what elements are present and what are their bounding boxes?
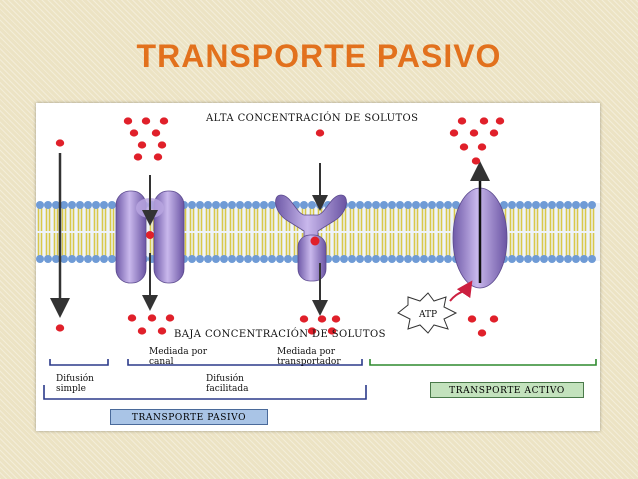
solute-dot [489,315,499,323]
solute-dot [129,129,139,137]
pump-protein [452,161,508,289]
solute-dot [159,117,169,125]
solute-dot [137,141,147,149]
solute-dot [495,117,505,125]
solute-dot [449,129,459,137]
atp-burst: ATP [397,280,473,334]
active-transport-box: TRANSPORTE ACTIVO [430,382,584,398]
solute-dot [123,117,133,125]
solute-dot [165,314,175,322]
solute-dot [157,327,167,335]
carrier-mediated-label: Mediada por transportador [277,347,341,368]
solute-dot [133,153,143,161]
slide-title: TRANSPORTE PASIVO [136,38,502,74]
solute-dot [489,129,499,137]
top-concentration-label: ALTA CONCENTRACIÓN DE SOLUTOS [206,113,419,124]
solute-dot [331,315,341,323]
solute-dot [317,315,327,323]
solute-dot [459,143,469,151]
solute-dot [469,129,479,137]
channel-mediated-label: Mediada por canal [149,347,208,368]
solute-dot [307,327,317,335]
solute-dot [477,329,487,337]
passive-transport-box: TRANSPORTE PASIVO [110,409,268,425]
solute-dot [147,314,157,322]
membrane-illustration: ATP [36,117,600,400]
solute-dot [141,117,151,125]
solute-dot [315,129,325,137]
solute-dot [137,327,147,335]
simple-diffusion-label: Difusión simple [56,374,94,395]
channel-protein [115,175,185,311]
bottom-concentration-label: BAJA CONCENTRACIÓN DE SOLUTOS [174,329,386,340]
solute-dot [471,157,481,165]
solute-dot [467,315,477,323]
solute-dot [477,143,487,151]
solute-dot [479,117,489,125]
solute-dot [55,324,65,332]
solute-dot [55,139,65,147]
brackets [43,359,597,400]
membrane-diagram: ATP ALTA CONCENTRACIÓN DE SOLUTOS BAJA C… [36,103,600,431]
solute-dot [153,153,163,161]
solute-dot [151,129,161,137]
atp-label: ATP [418,310,437,320]
solute-molecules [55,117,505,337]
solute-dot [127,314,137,322]
solute-dot [299,315,309,323]
solute-dot [157,141,167,149]
solute-dot [327,327,337,335]
facilitated-diffusion-label: Difusión facilitada [206,374,249,395]
solute-dot [457,117,467,125]
carrier-protein [275,163,347,316]
